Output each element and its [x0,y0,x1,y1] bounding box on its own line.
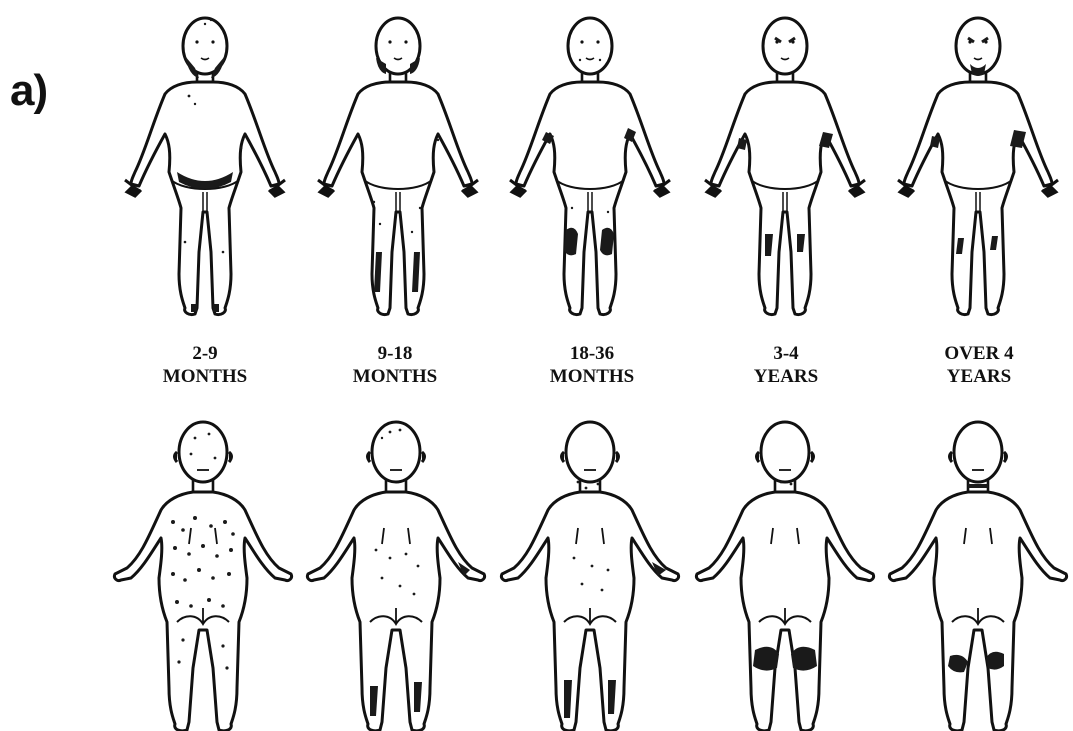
child-back-2-9-months [114,422,291,731]
child-front-3-4-years [705,18,865,315]
child-front-2-9-months [125,18,285,315]
child-front-9-18-months [318,18,478,315]
child-back-3-4-years [696,422,873,731]
child-back-over-4-years [889,422,1066,731]
child-back-18-36-months [501,422,678,731]
child-front-over-4-years [898,18,1058,315]
child-back-9-18-months [307,422,484,731]
child-front-18-36-months [510,18,670,315]
